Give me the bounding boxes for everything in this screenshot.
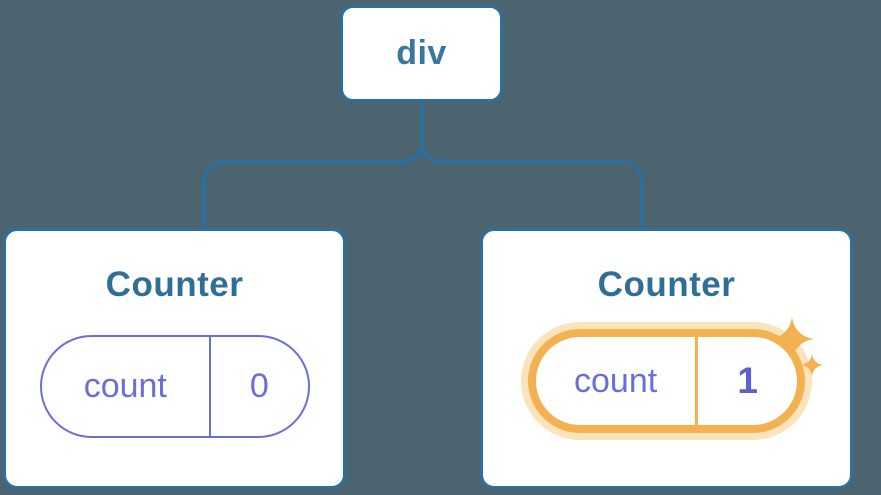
state-key-cell: count [536,337,695,425]
counter-card-right: Counter count 1 [480,228,853,489]
component-title: Counter [105,265,244,304]
connector-right-branch [420,103,644,230]
state-value-cell: 1 [698,337,797,425]
component-title: Counter [597,265,736,304]
root-node-div: div [340,5,503,102]
state-pill: count 0 [39,335,310,439]
state-pill-divider [695,337,699,426]
state-value-label: 1 [737,360,758,402]
state-key-label: count [83,367,167,406]
state-value-cell: 0 [211,337,307,436]
state-key-label: count [574,361,658,400]
state-key-cell: count [42,337,210,436]
connector-left-branch [202,103,424,230]
root-node-label: div [396,34,447,72]
counter-card-left: Counter count 0 [3,228,346,489]
state-pill-divider [209,337,212,437]
state-pill-highlighted: count 1 [528,329,805,434]
highlighted-state-pill-wrap: count 1 [528,329,805,434]
state-value-label: 0 [249,367,269,406]
